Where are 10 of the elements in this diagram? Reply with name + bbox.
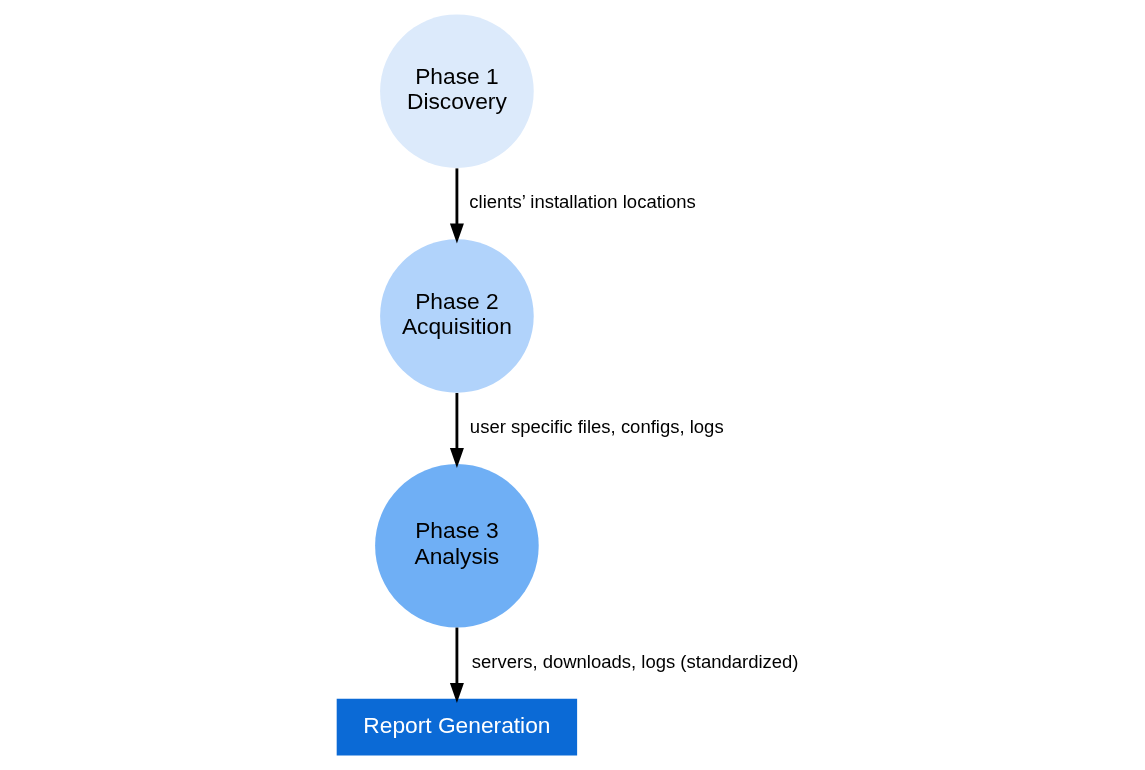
node-circle: Phase 1 Discovery xyxy=(380,14,534,169)
arrow xyxy=(449,168,464,244)
node-circle: Phase 2 Acquisition xyxy=(380,239,534,393)
edge-label: user specific files, configs, logs xyxy=(469,416,724,438)
arrow xyxy=(449,627,464,703)
node-circle: Phase 3 Analysis xyxy=(375,463,539,628)
edge-label: servers, downloads, logs (standardized) xyxy=(471,650,799,672)
arrow xyxy=(449,393,464,468)
node-box: Report Generation xyxy=(336,698,578,756)
edge-label: clients’ installation locations xyxy=(469,191,696,213)
